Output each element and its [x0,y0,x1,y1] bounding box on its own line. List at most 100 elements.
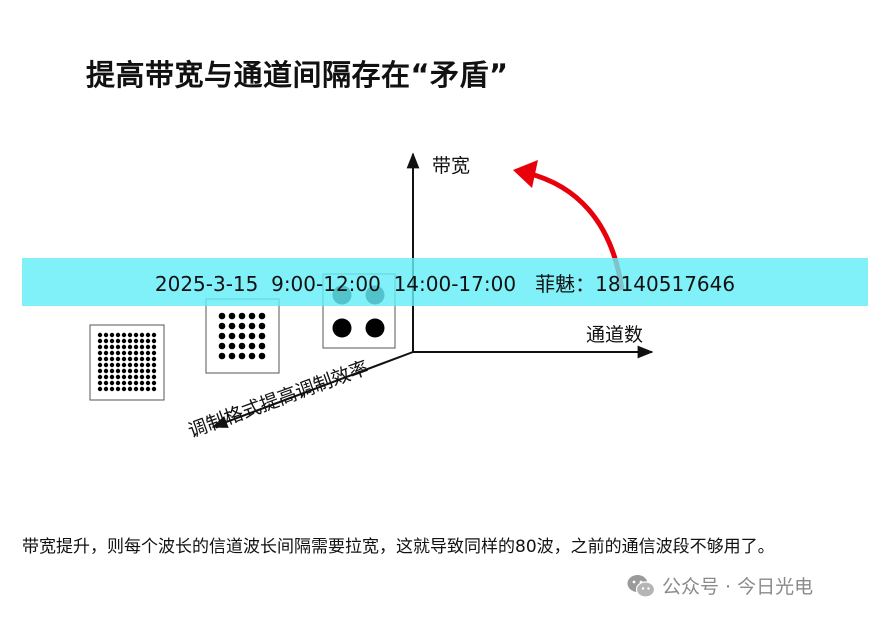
constellation-dot [258,322,266,330]
constellation-dot [97,362,103,368]
y-axis-label: 带宽 [432,155,471,177]
constellation-dot [109,344,115,350]
constellation-dot [218,332,226,340]
constellation-dot [145,350,151,356]
constellation-dot [145,356,151,362]
constellation-dot [151,386,157,392]
diagonal-axis [211,351,414,428]
page-title: 提高带宽与通道间隔存在“矛盾” [86,58,509,92]
constellation-dot [332,318,352,338]
constellation-dot [139,380,145,386]
constellation-dot [151,332,157,338]
constellation-dot [121,350,127,356]
constellation-dot [139,386,145,392]
constellation-dot [121,380,127,386]
constellation-dot [109,386,115,392]
constellation-dot [248,312,256,320]
constellation-dot [115,344,121,350]
constellation-dot [139,374,145,380]
constellation-dot [248,352,256,360]
constellation-dot [109,368,115,374]
constellation-dot [365,318,385,338]
constellation-dot [238,332,246,340]
constellation-dot [115,332,121,338]
constellation-dot [97,338,103,344]
constellation-dot [258,352,266,360]
constellation-dot [145,338,151,344]
constellation-dot [139,350,145,356]
constellation-dot [127,350,133,356]
constellation-dot [115,338,121,344]
constellation-dot [97,368,103,374]
constellation-dot [109,362,115,368]
constellation-dot [121,356,127,362]
constellation-dot [103,386,109,392]
constellation-dot [103,332,109,338]
constellation-dot [121,368,127,374]
constellation-dot [248,342,256,350]
constellation-dot [115,356,121,362]
constellation-dot [103,350,109,356]
constellation-dots-medium [218,312,266,360]
constellation-dot [127,344,133,350]
constellation-dot [133,332,139,338]
constellation-dot [145,332,151,338]
constellation-dot [115,380,121,386]
constellation-dot [127,356,133,362]
red-arrowhead [513,160,538,188]
constellation-dot [103,344,109,350]
constellation-dot [103,362,109,368]
constellation-dot [145,344,151,350]
constellation-dot [238,352,246,360]
constellation-dot [127,386,133,392]
constellation-dot [228,332,236,340]
constellation-dot [115,374,121,380]
constellation-dot [238,342,246,350]
watermark-text: 公众号 · 今日光电 [662,576,814,598]
constellation-dot [133,368,139,374]
constellation-dot [97,356,103,362]
constellation-dot [115,386,121,392]
constellation-dot [121,374,127,380]
constellation-dot [97,386,103,392]
constellation-dot [115,350,121,356]
constellation-dot [121,332,127,338]
constellation-dot [218,312,226,320]
constellation-dot [109,374,115,380]
constellation-dot [97,350,103,356]
constellation-dots-large [97,332,157,392]
caption-text: 带宽提升，则每个波长的信道波长间隔需要拉宽，这就导致同样的80波，之前的通信波段… [22,537,775,557]
constellation-dot [258,332,266,340]
constellation-dot [121,338,127,344]
constellation-dot [133,386,139,392]
constellation-dot [103,356,109,362]
constellation-dot [218,322,226,330]
constellation-dot [103,380,109,386]
constellation-dot [218,352,226,360]
watermark: 公众号 · 今日光电 [626,572,813,599]
constellation-dot [97,332,103,338]
constellation-dot [133,356,139,362]
constellation-dot [139,368,145,374]
constellation-dot [151,356,157,362]
constellation-dot [258,312,266,320]
constellation-dot [139,332,145,338]
constellation-dot [145,380,151,386]
x-axis-label: 通道数 [586,324,644,346]
constellation-dot [248,332,256,340]
constellation-dot [109,338,115,344]
constellation-dot [109,332,115,338]
constellation-dot [228,342,236,350]
constellation-dot [133,350,139,356]
constellation-dot [238,322,246,330]
constellation-dot [238,312,246,320]
constellation-dot [139,356,145,362]
constellation-dot [127,362,133,368]
constellation-dot [133,362,139,368]
constellation-dot [145,362,151,368]
constellation-dot [127,332,133,338]
constellation-dot [151,362,157,368]
constellation-dot [121,344,127,350]
constellation-dot [97,374,103,380]
constellation-box-large [89,324,165,401]
